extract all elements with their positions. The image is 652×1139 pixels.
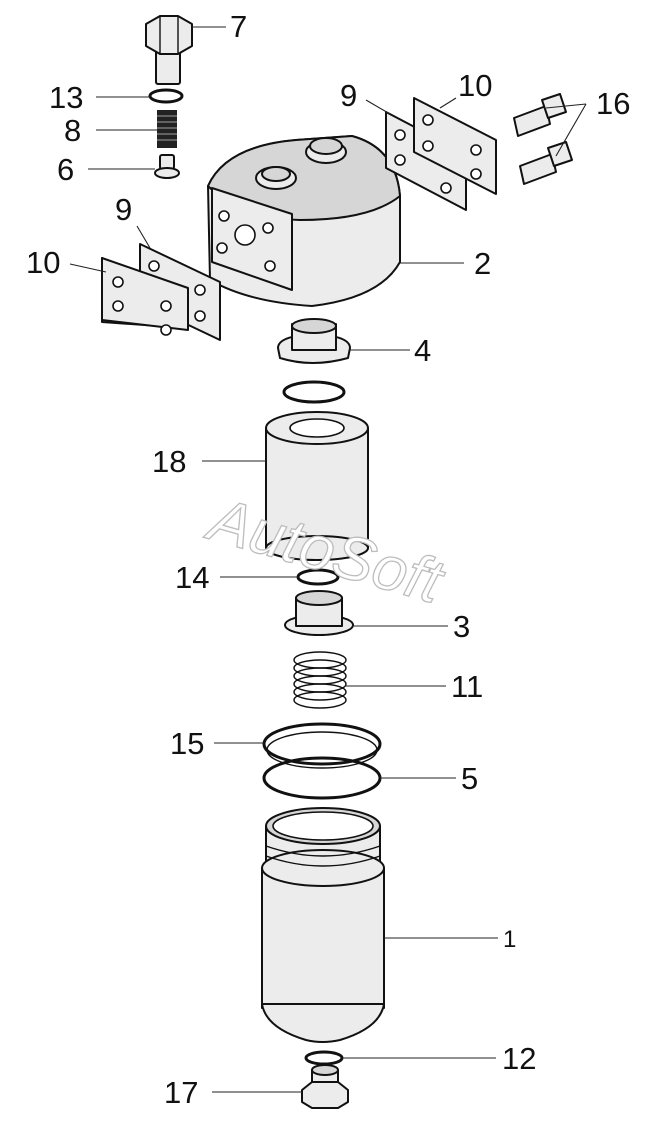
part-1-filter-bowl: [261, 807, 385, 1043]
part-10-plate-left: [101, 257, 189, 336]
callout-16: 16: [596, 86, 630, 121]
part-9-plate-top: [385, 111, 467, 211]
part-12-o-ring: [304, 1050, 344, 1066]
callout-18: 18: [152, 444, 186, 479]
part-6-valve: [154, 154, 180, 179]
callout-11: 11: [451, 669, 483, 704]
part-10-plate-top: [413, 97, 497, 195]
callout-labels: 7 13 8 6 9 10 16 9 10 2 4 18 14 3 11 15 …: [26, 9, 630, 1110]
part-18-filter-element: [265, 411, 369, 561]
callout-3: 3: [453, 609, 470, 644]
leader-lines: [69, 26, 587, 1093]
callout-2: 2: [474, 246, 491, 281]
part-8-spring: [157, 110, 177, 148]
callout-9-top: 9: [340, 78, 357, 113]
part-7-hex-bolt: [145, 15, 193, 85]
callout-10-top: 10: [458, 68, 492, 103]
part-11-spring: [293, 651, 347, 709]
part-15-seal-ring: [262, 722, 382, 769]
callout-4: 4: [414, 333, 431, 368]
callout-1: 1: [503, 926, 516, 953]
part-2-filter-head: [207, 135, 401, 307]
part-4-fitting: [277, 318, 351, 364]
callout-8: 8: [64, 113, 81, 148]
part-3-cap: [284, 590, 354, 636]
callout-17: 17: [164, 1075, 198, 1110]
callout-12: 12: [502, 1041, 536, 1076]
callout-10-left: 10: [26, 245, 60, 280]
part-17-drain-plug: [301, 1064, 349, 1109]
part-16-bolt-a: [513, 93, 567, 137]
callout-5: 5: [461, 761, 478, 796]
callout-15: 15: [170, 726, 204, 761]
callout-14: 14: [175, 560, 209, 595]
callout-6: 6: [57, 152, 74, 187]
part-13-o-ring: [148, 88, 184, 104]
callout-7: 7: [230, 9, 247, 44]
callout-9-left: 9: [115, 192, 132, 227]
part-16-bolt-b: [519, 141, 573, 185]
o-ring-upper: [282, 380, 346, 404]
callout-13: 13: [49, 80, 83, 115]
